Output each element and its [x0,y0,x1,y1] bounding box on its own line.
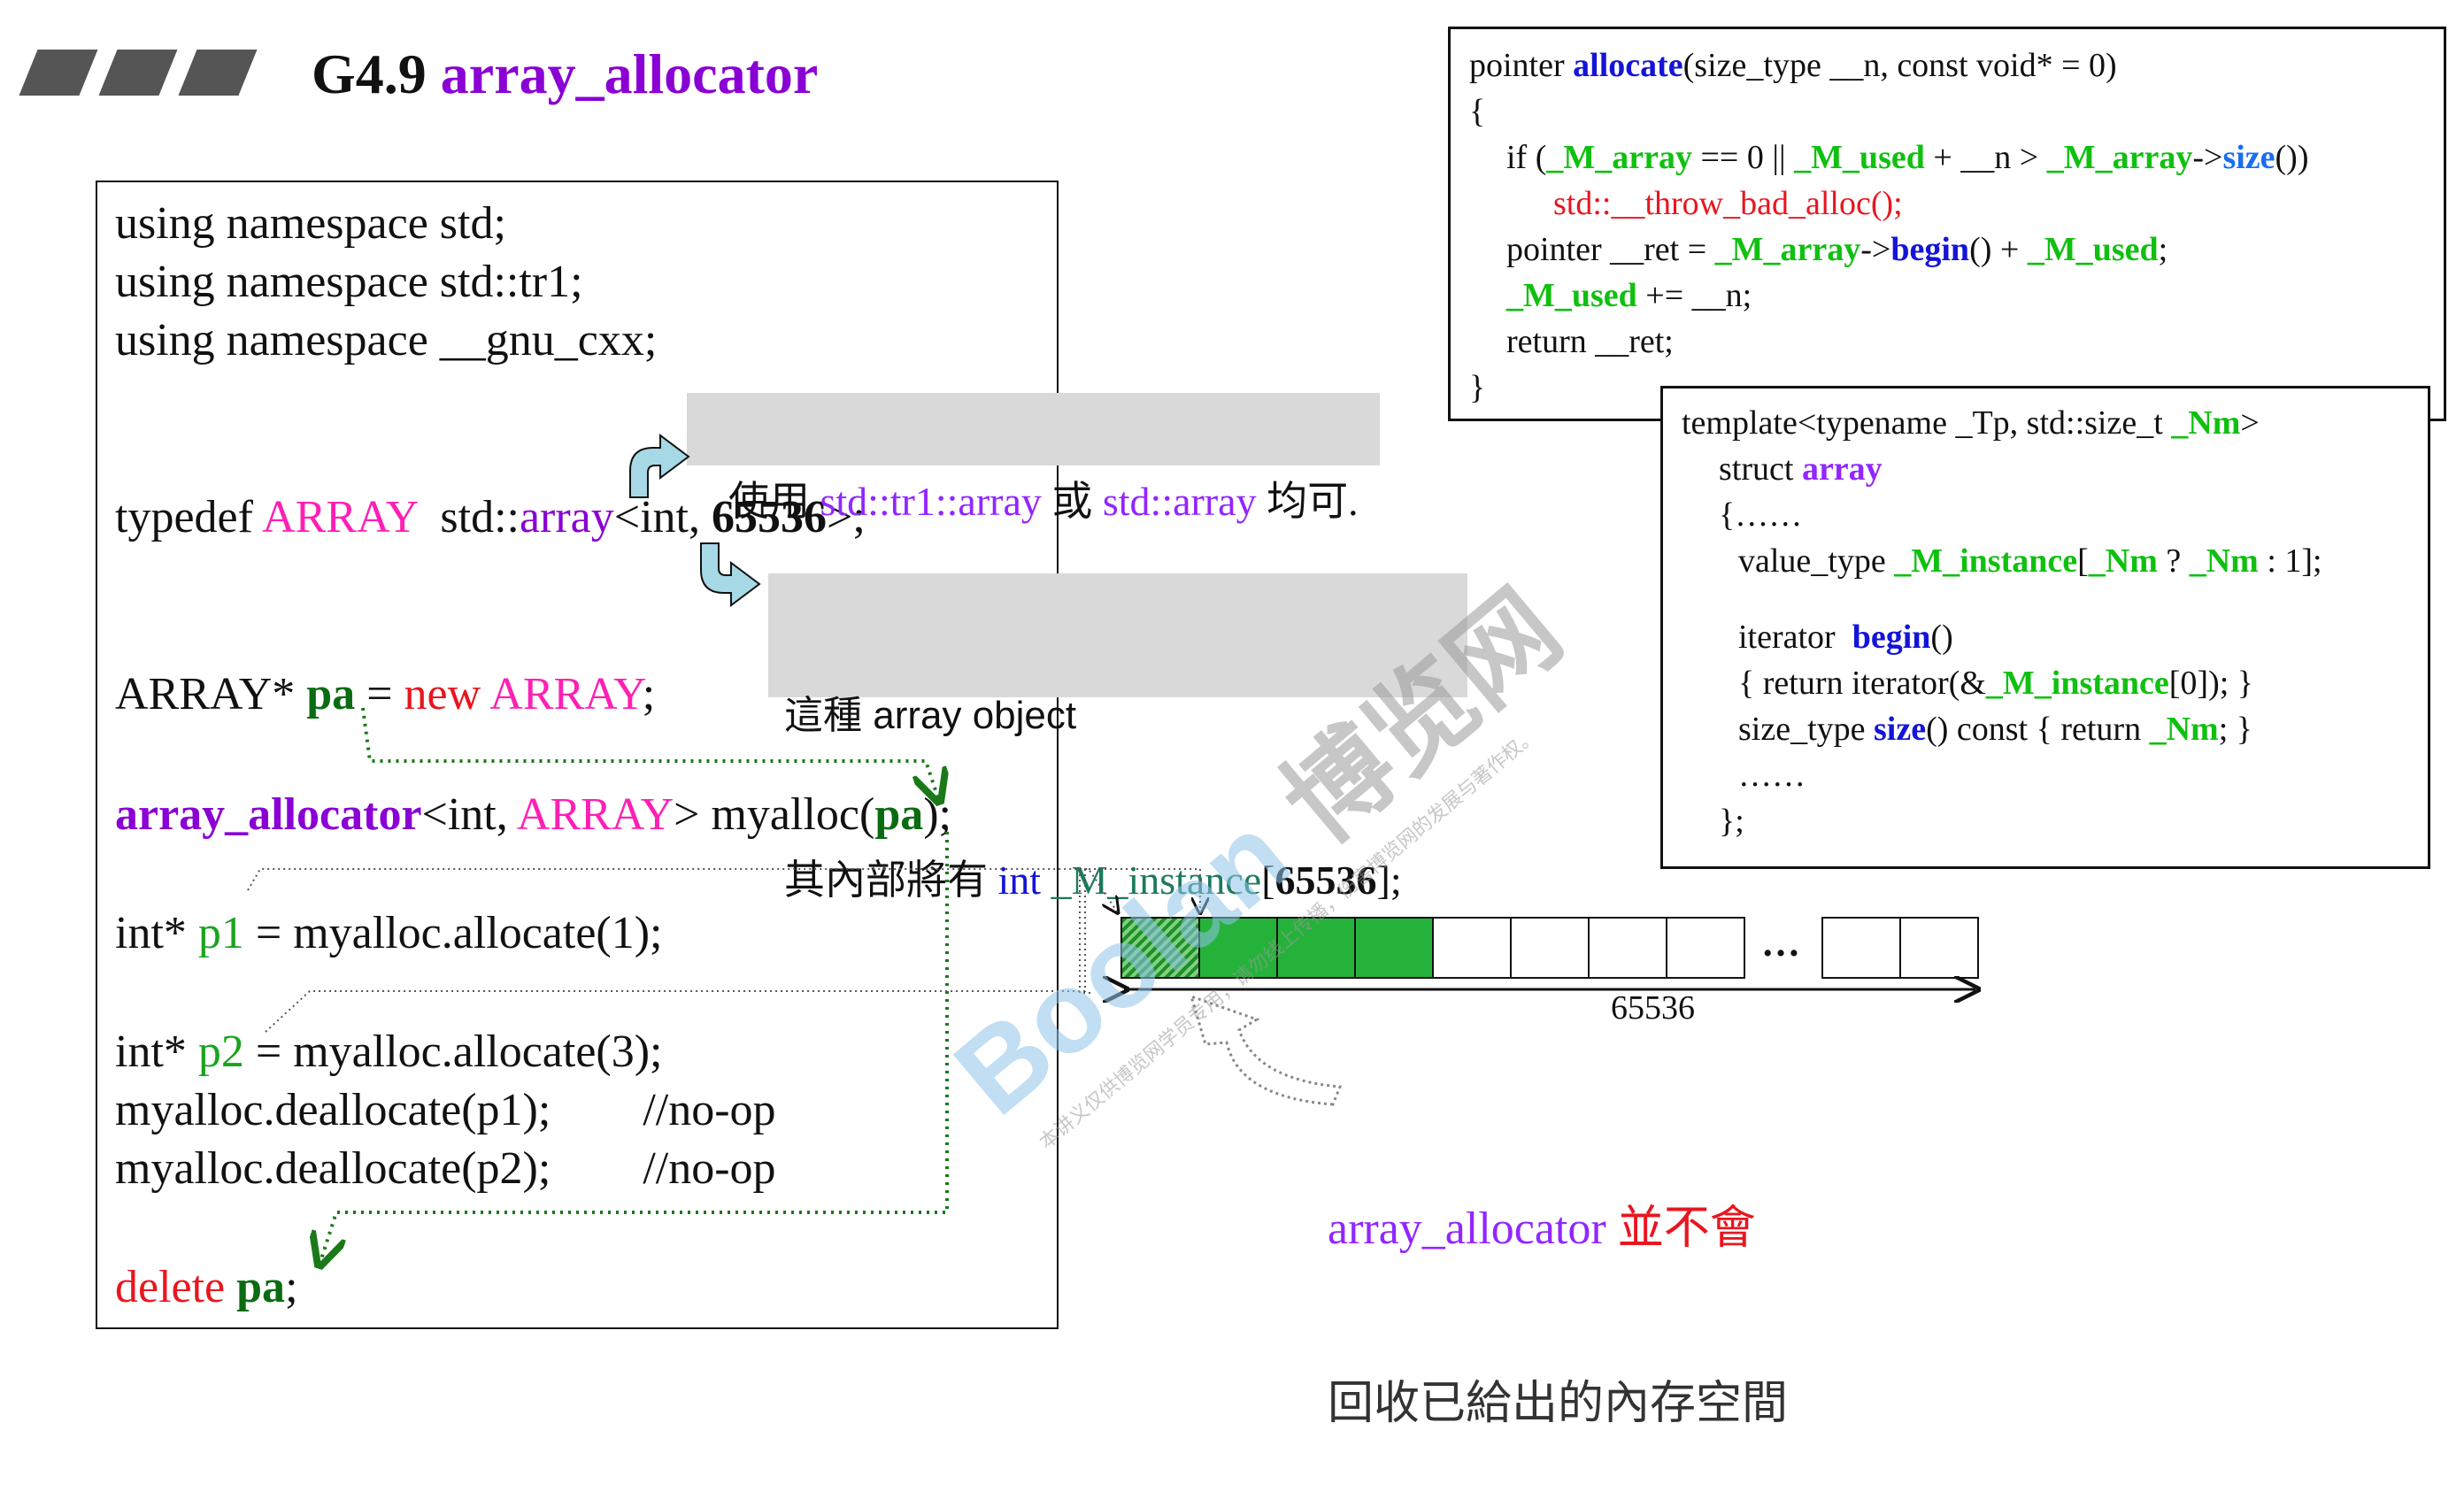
allocate-code-text: pointer allocate(size_type __n, const vo… [1469,0,2308,414]
array-template-box [1660,386,2430,869]
note-array-object-instance: 這種 array object 其內部將有 int _M_instance[65… [768,573,1467,903]
code-line-dealloc-p1: myalloc.deallocate(p1); //no-op [115,1085,776,1135]
title-name: array_allocator [440,42,819,105]
tpl-begin: iterator begin() [1738,619,1953,656]
alloc-close: } [1469,369,1486,406]
allocator-to-delete-arrow [320,832,949,1262]
code-line-new-array: ARRAY* pa = new ARRAY; [115,669,656,719]
tpl-header: template<typename _Tp, std::size_t _Nm> [1682,404,2260,442]
tpl-instance: value_type _M_instance[_Nm ? _Nm : 1]; [1738,542,2322,580]
tpl-close: }; [1719,803,1744,840]
slide-title: G4.9 array_allocator [312,39,818,110]
array-template-text: template<typename _Tp, std::size_t _Nm> … [1682,0,2322,840]
caption-line1: array_allocator 並不會 [1328,1204,1756,1254]
p1-pointer-return [1079,869,1094,994]
alloc-if: if (_M_array == 0 || _M_used + __n > _M_… [1506,139,2309,176]
alloc-ret: pointer __ret = _M_array->begin() + _M_u… [1506,231,2168,268]
curved-arrow-up-icon [629,434,690,498]
p2-pointer-line [265,868,1200,1033]
title-prefix: G4.9 [312,42,427,105]
alloc-sig: pointer allocate(size_type __n, const vo… [1469,47,2117,84]
tpl-size: size_type size() const { return _Nm; } [1738,711,2252,748]
code-line-using-std: using namespace std; [115,198,506,249]
alloc-used: _M_used += __n; [1506,277,1752,314]
pa-to-allocator-arrow [361,707,938,798]
allocate-code-box [1448,27,2446,421]
alloc-open: { [1469,93,1486,130]
tpl-begin-body: { return iterator(&_M_instance[0]); } [1738,665,2254,702]
code-box-text: using namespace std; using namespace std… [115,0,951,1312]
code-line-p1: int* p1 = myalloc.allocate(1); [115,908,663,958]
code-box [96,181,1059,1329]
memory-cell-p2-a [1198,917,1278,979]
note2-line1: 這種 array object [784,694,1077,737]
note-tr1-or-std-array: 使用 std::tr1::array 或 std::array 均可. [687,393,1380,524]
tpl-struct: struct array [1719,450,1883,488]
alloc-throw: std::__throw_bad_alloc(); [1553,185,1903,222]
code-line-delete: delete pa; [115,1262,298,1312]
connector-overlay [247,434,2464,1363]
code-line-using-tr1: using namespace std::tr1; [115,257,583,307]
caption-line2: 回收已給出的內存空間 [1328,1379,1789,1429]
p1-pointer-line [247,868,1117,911]
note2-line2: 其內部將有 int _M_instance[65536]; [784,858,1402,903]
tpl-open: {…… [1719,496,1803,534]
code-line-dealloc-p2: myalloc.deallocate(p2); //no-op [115,1143,776,1194]
tpl-ellipsis: …… [1738,757,1806,794]
memory-ellipsis: … [1761,921,1800,965]
code-line-typedef: typedef ARRAY std::array<int, 65536>; [115,492,866,542]
curved-arrow-down-icon [700,542,761,607]
reclaim-arrow-icon [1189,994,1343,1106]
code-line-allocator: array_allocator<int, ARRAY> myalloc(pa); [115,789,951,840]
code-line-using-gnu: using namespace __gnu_cxx; [115,315,658,365]
code-line-p2: int* p2 = myalloc.allocate(3); [115,1027,663,1077]
alloc-return: return __ret; [1506,323,1674,360]
